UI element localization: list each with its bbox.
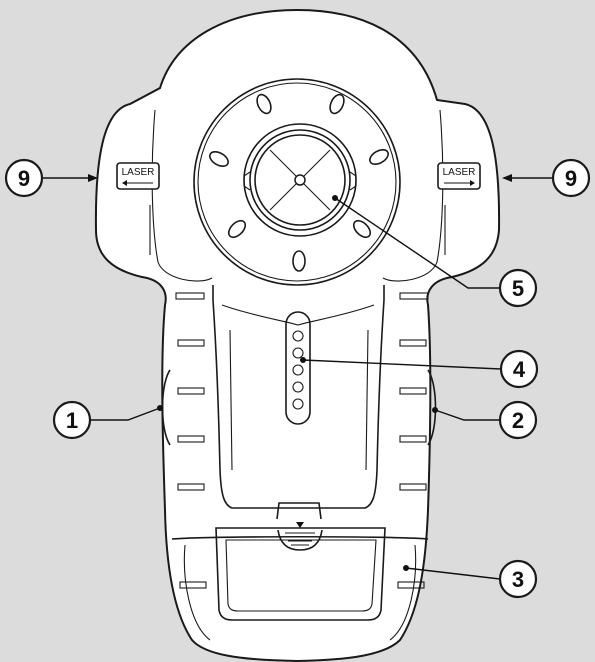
callout-4: 4: [499, 349, 539, 389]
callout-9-left: 9: [4, 158, 44, 198]
leader-lines: [42, 174, 552, 580]
laser-button-left[interactable]: LASER: [116, 162, 160, 190]
callout-3: 3: [498, 559, 538, 599]
laser-button-left-label: LASER: [122, 167, 155, 178]
svg-text:4: 4: [513, 357, 526, 382]
callout-5: 5: [498, 268, 538, 308]
callout-2: 2: [498, 400, 538, 440]
callout-1: 1: [52, 400, 92, 440]
laser-button-right-label: LASER: [443, 167, 476, 178]
device-body: [94, 8, 501, 662]
callout-9-right: 9: [551, 158, 591, 198]
svg-text:9: 9: [18, 166, 30, 191]
laser-button-right[interactable]: LASER: [437, 162, 481, 190]
svg-text:9: 9: [565, 166, 577, 191]
svg-text:3: 3: [512, 567, 524, 592]
svg-text:5: 5: [512, 276, 524, 301]
svg-text:1: 1: [66, 408, 78, 433]
svg-text:2: 2: [512, 408, 524, 433]
